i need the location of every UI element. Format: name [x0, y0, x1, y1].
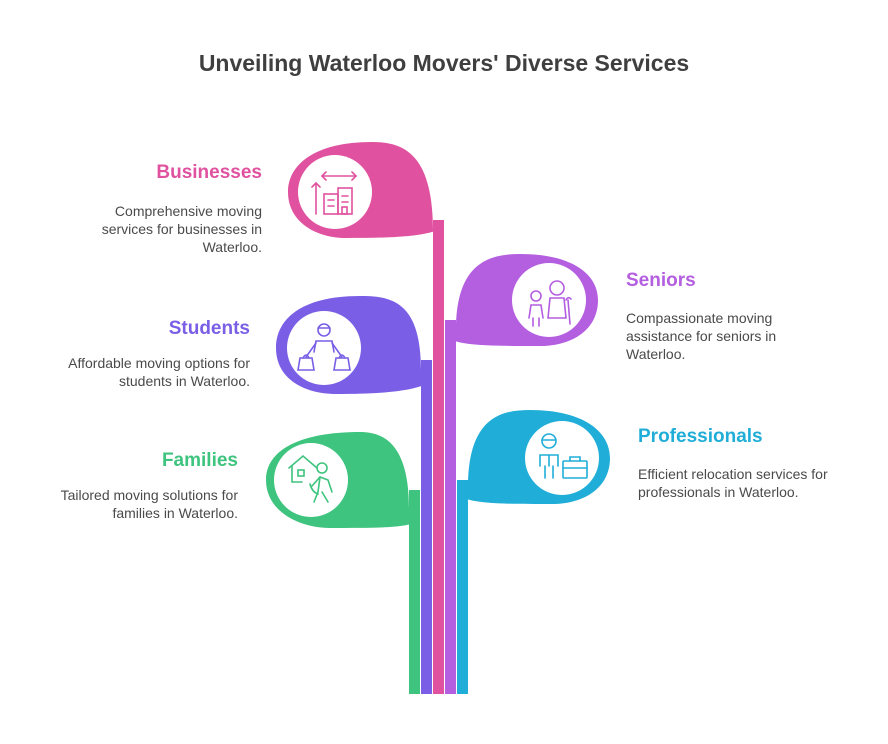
- business-building-icon: [311, 171, 358, 215]
- businesses-branch: [288, 142, 444, 694]
- family-home-icon: [288, 454, 333, 503]
- students-description: Affordable moving options for students i…: [68, 355, 250, 389]
- families-description: Tailored moving solutions for families i…: [60, 487, 238, 521]
- student-bags-icon: [297, 323, 351, 371]
- seniors-icon: [528, 280, 572, 327]
- professionals-heading: Professionals: [638, 426, 763, 447]
- professionals-branch: [457, 410, 610, 694]
- professionals-description: Efficient relocation services for profes…: [638, 466, 828, 500]
- diagram-title: Unveiling Waterloo Movers' Diverse Servi…: [198, 50, 690, 76]
- seniors-heading: Seniors: [626, 270, 696, 291]
- professional-briefcase-icon: [539, 433, 588, 479]
- families-heading: Families: [161, 450, 238, 471]
- students-branch: [276, 296, 432, 694]
- seniors-description: Compassionate moving assistance for seni…: [626, 310, 777, 362]
- businesses-heading: Businesses: [156, 162, 262, 183]
- families-branch: [266, 432, 420, 694]
- businesses-description: Comprehensive moving services for busine…: [101, 203, 262, 255]
- students-heading: Students: [168, 318, 250, 339]
